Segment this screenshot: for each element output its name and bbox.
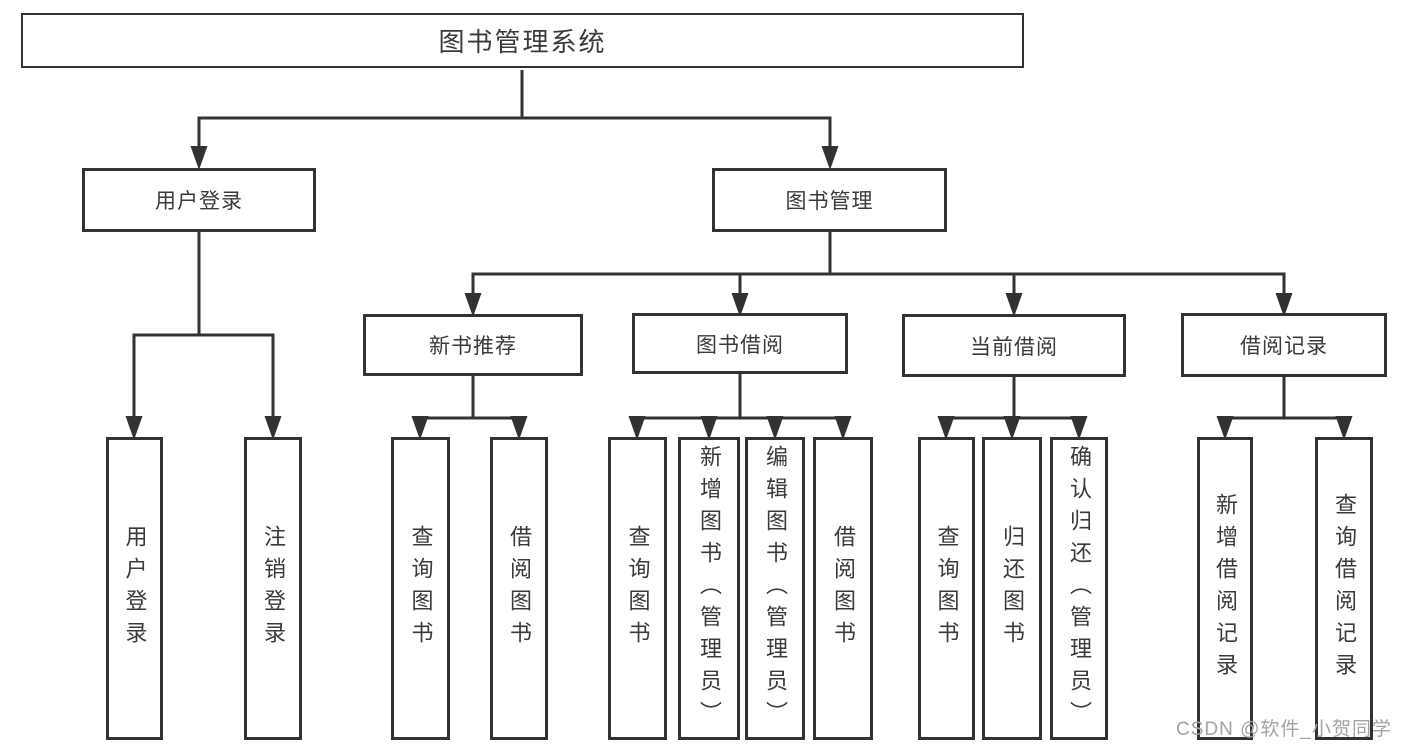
leaf-add-book-label: 新增图书（管理员） (697, 444, 722, 733)
leaf-return-book: 归还图书 (982, 437, 1042, 740)
leaf-add-borrow-record: 新增借阅记录 (1197, 437, 1253, 740)
watermark: CSDN @软件_小贺同学 (1176, 719, 1392, 740)
leaf-logout-label: 注销登录 (261, 524, 286, 653)
arrowheads (125, 146, 1353, 440)
leaf-query-book-current: 查询图书 (918, 437, 975, 740)
node-new-books-label: 新书推荐 (429, 335, 517, 358)
leaf-return-book-label: 归还图书 (1000, 524, 1025, 653)
node-book-mgmt: 图书管理 (712, 168, 947, 232)
node-current-borrow: 当前借阅 (902, 314, 1126, 377)
leaf-query-borrow-record: 查询借阅记录 (1315, 437, 1373, 740)
node-book-mgmt-label: 图书管理 (785, 190, 874, 213)
node-book-borrow-label: 图书借阅 (696, 333, 784, 357)
leaf-query-book-new-label: 查询图书 (408, 524, 434, 653)
leaf-query-book-borrow: 查询图书 (608, 437, 667, 740)
leaf-add-book: 新增图书（管理员） (678, 437, 740, 740)
leaf-query-book-new: 查询图书 (391, 437, 450, 740)
leaf-add-borrow-record-label: 新增借阅记录 (1213, 492, 1238, 685)
leaf-edit-book: 编辑图书（管理员） (745, 437, 805, 740)
node-root: 图书管理系统 (21, 13, 1024, 68)
leaf-borrow-book-new-label: 借阅图书 (507, 524, 532, 653)
leaf-borrow-book-new: 借阅图书 (490, 437, 548, 740)
node-book-borrow: 图书借阅 (632, 313, 848, 374)
leaf-query-book-current-label: 查询图书 (934, 524, 960, 653)
node-user-login: 用户登录 (82, 168, 316, 232)
node-current-borrow-label: 当前借阅 (970, 335, 1058, 359)
leaf-confirm-return-label: 确认归还（管理员） (1067, 444, 1092, 733)
leaf-logout: 注销登录 (244, 437, 302, 740)
node-new-books: 新书推荐 (363, 314, 583, 376)
leaf-login-label: 用户登录 (122, 524, 148, 653)
leaf-confirm-return: 确认归还（管理员） (1050, 437, 1108, 740)
leaf-borrow-book: 借阅图书 (813, 437, 873, 740)
leaf-borrow-book-label: 借阅图书 (831, 524, 856, 653)
node-root-label: 图书管理系统 (438, 27, 607, 57)
leaf-edit-book-label: 编辑图书（管理员） (763, 444, 788, 733)
leaf-query-borrow-record-label: 查询借阅记录 (1332, 492, 1357, 685)
node-user-login-label: 用户登录 (155, 190, 243, 213)
node-borrow-records: 借阅记录 (1181, 313, 1387, 377)
node-borrow-records-label: 借阅记录 (1240, 335, 1328, 358)
leaf-login: 用户登录 (106, 437, 163, 740)
leaf-query-book-borrow-label: 查询图书 (625, 524, 651, 653)
